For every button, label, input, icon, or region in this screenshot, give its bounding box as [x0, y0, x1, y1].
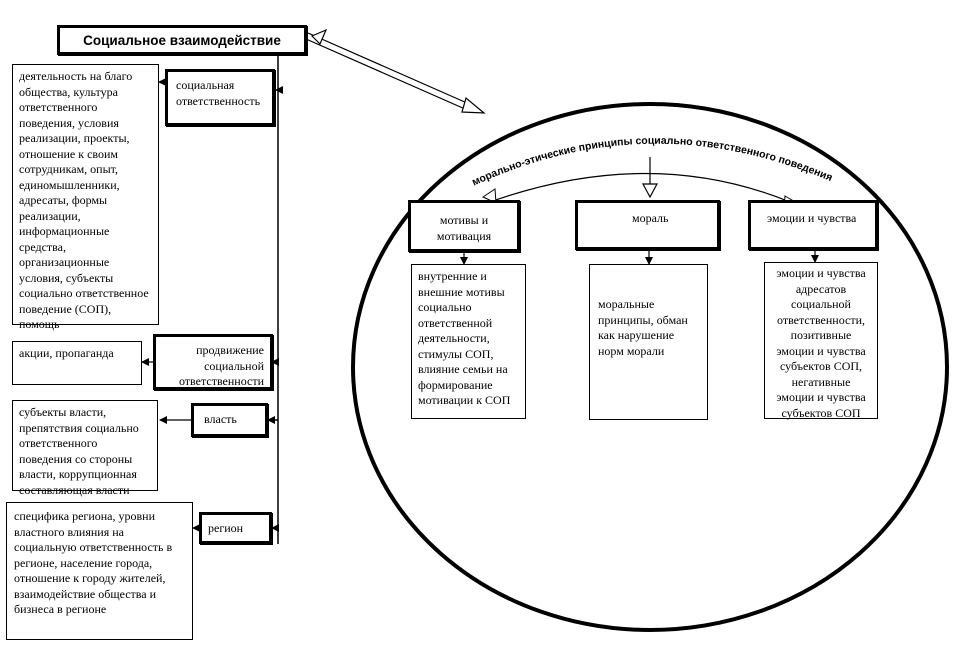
diagram-title: Социальное взаимодействие	[57, 25, 307, 55]
node-social-responsibility: социальная ответственность	[165, 69, 275, 126]
arc-arrows	[489, 172, 791, 203]
principles-curved-label: морально-этические принципы социально от…	[470, 135, 834, 189]
node-emotions: эмоции и чувства	[748, 200, 878, 250]
title-to-ellipse-arrow	[305, 28, 486, 114]
principles-ellipse	[351, 102, 949, 632]
node-motives: мотивы и мотивация	[408, 200, 520, 252]
node-promotion: продвижение социальной ответственности	[153, 334, 273, 390]
detail-power: субъекты власти, препятствия социально о…	[12, 400, 158, 497]
detail-promotion: акции, пропаганда	[12, 341, 142, 385]
detail-emotions: эмоции и чувства адресатов социальной от…	[764, 262, 878, 420]
detail-morality: моральные принципы, обман как нарушение …	[589, 264, 708, 420]
node-region: регион	[199, 512, 272, 544]
detail-region: специфика региона, уровни властного влия…	[6, 502, 193, 640]
node-power: власть	[191, 403, 268, 437]
detail-social-responsibility: деятельность на благо общества, культура…	[12, 64, 159, 331]
detail-motives: внутренние и внешние мотивы социально от…	[411, 264, 526, 419]
node-morality: мораль	[575, 200, 720, 250]
